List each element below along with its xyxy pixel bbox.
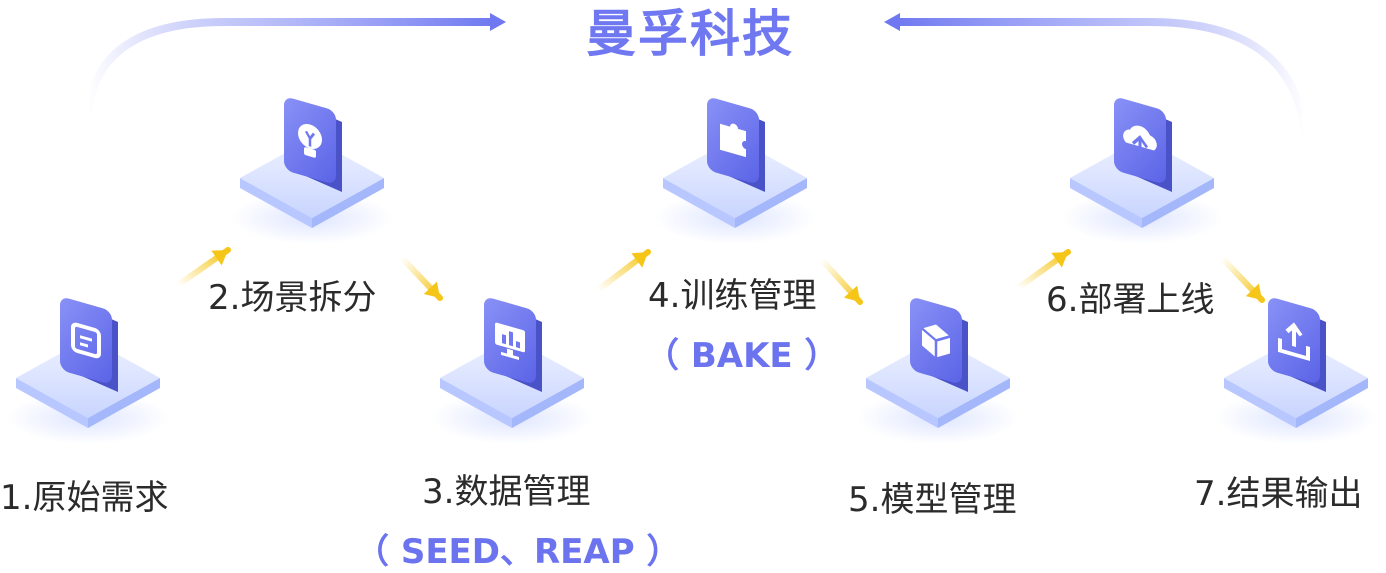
step-4-node xyxy=(655,98,815,244)
platform-side-right xyxy=(1296,378,1368,428)
step-6-node xyxy=(1062,98,1222,244)
platform-side-left xyxy=(1224,378,1296,428)
platform-side-left xyxy=(1070,178,1142,228)
step-3-sublabel: （ SEED、REAP ） xyxy=(355,532,681,572)
platform-side-right xyxy=(512,378,584,428)
top-left-arrowhead xyxy=(490,13,506,31)
step-3-node xyxy=(432,298,592,444)
flow-arrow xyxy=(1015,249,1071,291)
step-4-label: 4.训练管理 xyxy=(648,276,817,316)
step-3-label: 3.数据管理 xyxy=(422,472,591,512)
step-1-node xyxy=(8,298,168,444)
platform-side-right xyxy=(88,378,160,428)
step-1-label: 1.原始需求 xyxy=(0,478,169,518)
flow-arrow xyxy=(595,249,651,293)
platform-side-left xyxy=(440,378,512,428)
platform-side-right xyxy=(938,378,1010,428)
platform-side-right xyxy=(1142,178,1214,228)
flow-arrow xyxy=(175,247,231,288)
document-icon xyxy=(71,322,101,359)
step-5-label: 5.模型管理 xyxy=(848,480,1017,520)
flow-arrow xyxy=(399,255,443,301)
puzzle-icon xyxy=(720,123,746,158)
step-4-sublabel: （ BAKE ） xyxy=(645,336,839,376)
company-title: 曼孚科技 xyxy=(586,5,794,63)
step-7-label: 7.结果输出 xyxy=(1194,474,1363,514)
lightbulb-icon xyxy=(298,123,322,158)
top-left-arc xyxy=(84,17,499,114)
platform-side-left xyxy=(866,378,938,428)
cube-icon xyxy=(921,324,951,358)
cloud-upload-icon xyxy=(1123,125,1157,157)
platform-side-right xyxy=(735,178,807,228)
flow-arrow xyxy=(1219,255,1265,303)
export-icon xyxy=(1278,322,1310,362)
top-right-arc xyxy=(891,18,1309,134)
platform-side-left xyxy=(240,178,312,228)
step-2-node xyxy=(232,98,392,244)
platform-side-left xyxy=(663,178,735,228)
chart-monitor-icon xyxy=(495,322,525,361)
step-6-label: 6.部署上线 xyxy=(1046,280,1215,320)
tile-face xyxy=(60,298,112,383)
step-2-label: 2.场景拆分 xyxy=(208,278,377,318)
step-7-node xyxy=(1216,298,1376,444)
step-5-node xyxy=(858,298,1018,444)
top-right-arrowhead xyxy=(884,13,900,31)
platform-side-right xyxy=(312,178,384,228)
platform-side-left xyxy=(16,378,88,428)
flow-arrow xyxy=(819,257,863,305)
